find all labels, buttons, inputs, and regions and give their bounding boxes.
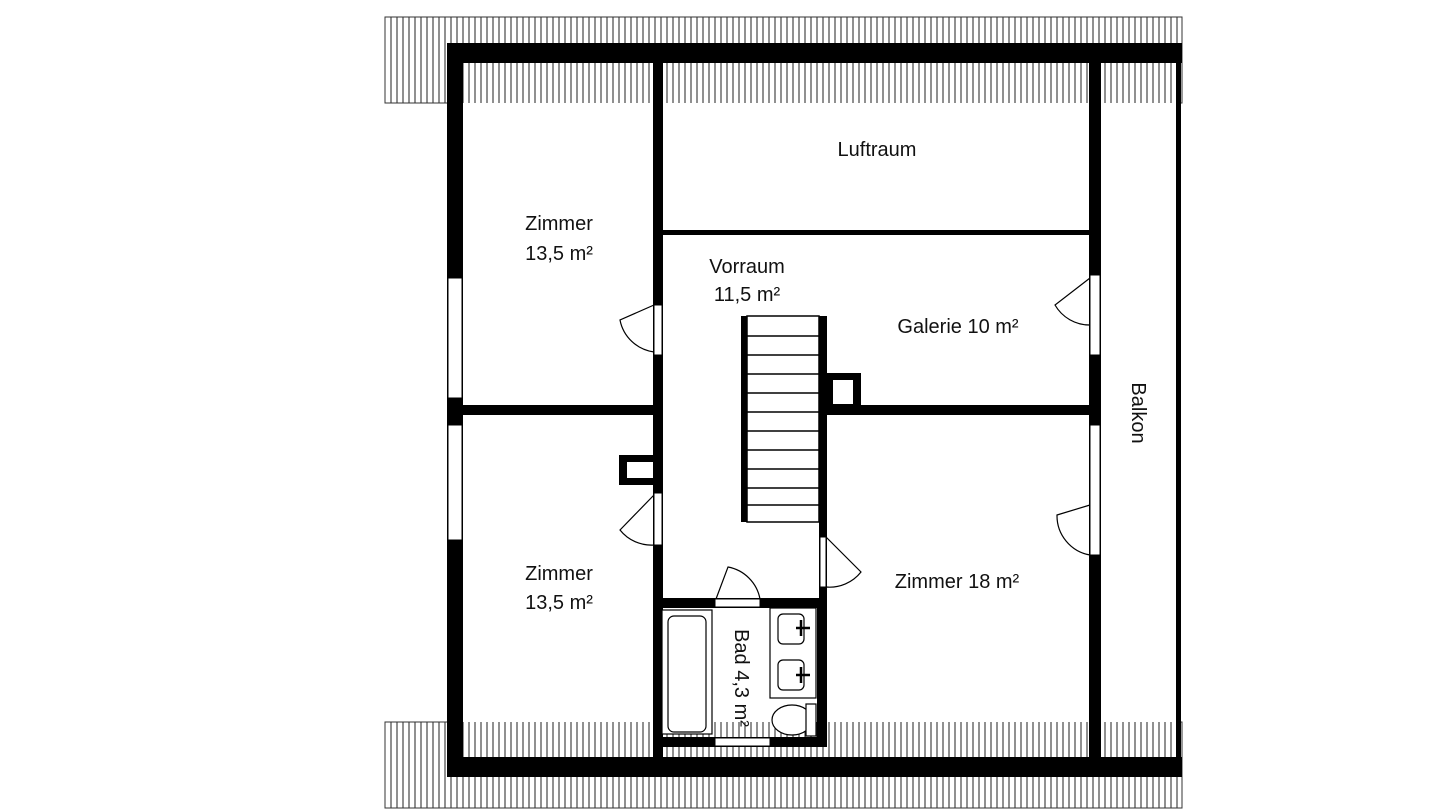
staircase: [746, 315, 820, 523]
hatch-inner-top: [463, 63, 1181, 103]
room-name-zimmer-top: Zimmer: [525, 213, 593, 235]
room-area-zimmer-top: 13,5 m²: [525, 243, 593, 265]
room-name-zimmer-bottom: Zimmer: [525, 563, 593, 585]
room-name-vorraum: Vorraum: [709, 256, 785, 278]
room-area-zimmer-bottom: 13,5 m²: [525, 592, 593, 614]
bathroom-fixtures: [661, 607, 817, 737]
room-name-luftraum: Luftraum: [838, 139, 917, 161]
room-label-galerie: Galerie 10 m²: [897, 316, 1018, 338]
room-name-balkon: Balkon: [1127, 382, 1149, 443]
room-area-vorraum: 11,5 m²: [714, 284, 781, 306]
door-swings: [619, 277, 1091, 600]
room-label-zimmer-large: Zimmer 18 m²: [895, 571, 1020, 593]
room-label-bad: Bad 4,3 m²: [730, 629, 752, 727]
openings: [447, 274, 1101, 747]
